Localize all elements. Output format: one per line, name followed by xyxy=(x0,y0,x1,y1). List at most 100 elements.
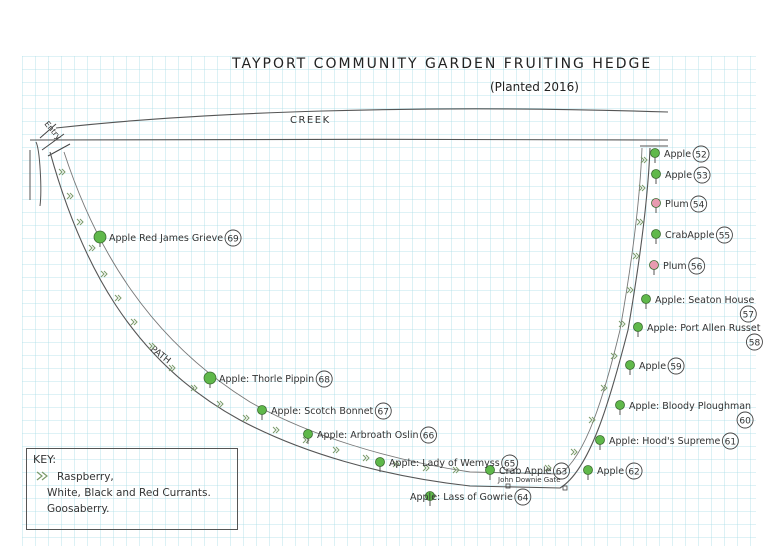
tree-number: 60 xyxy=(739,417,751,427)
tree-crown-icon xyxy=(651,169,661,179)
tree-number: 59 xyxy=(670,363,682,373)
tree-number: 67 xyxy=(378,408,389,418)
tree-60: Apple: Bloody Ploughman 60 xyxy=(615,400,754,429)
tree-crown-icon xyxy=(615,400,625,410)
tree-number: 62 xyxy=(628,468,639,478)
tree-label: Apple: Seaton House xyxy=(655,295,754,306)
tree-61: Apple: Hood's Supreme 61 xyxy=(595,432,739,450)
tree-label: Apple: Scotch Bonnet xyxy=(271,406,374,417)
bush-icon xyxy=(452,466,460,474)
tree-number-ring xyxy=(374,402,392,420)
tree-label: Plum xyxy=(665,199,689,210)
key-line-currants: White, Black and Red Currants. xyxy=(47,487,211,499)
bush-icon xyxy=(640,156,648,164)
bush-icon xyxy=(58,168,66,176)
tree-crown-icon xyxy=(93,230,107,244)
tree-number-ring xyxy=(736,411,754,429)
tree-66: Apple: Arbroath Oslin 66 xyxy=(303,426,437,444)
tree-crown-icon xyxy=(650,148,660,158)
tree-label: Apple: Lady of Wemyss xyxy=(389,458,500,469)
tree-63: Crab Apple 63 xyxy=(485,462,570,480)
bush-icon xyxy=(636,218,644,226)
tree-crown-icon xyxy=(375,457,385,467)
grid-paper xyxy=(22,56,756,546)
tree-number: 52 xyxy=(695,151,706,161)
tree-number: 66 xyxy=(423,432,435,442)
tree-number-ring xyxy=(739,305,757,323)
tree-label: Apple xyxy=(597,466,624,477)
tree-number-ring xyxy=(667,357,685,375)
bush-icon xyxy=(610,352,618,360)
bush-icon xyxy=(100,270,108,278)
tree-label: Apple: Port Allen Russet xyxy=(647,323,761,334)
tree-label: CrabApple xyxy=(665,230,715,241)
tree-number-ring xyxy=(224,229,242,247)
tree-crown-icon xyxy=(651,229,661,239)
map-subtitle: (Planted 2016) xyxy=(490,80,579,94)
tree-67: Apple: Scotch Bonnet 67 xyxy=(257,402,392,420)
tree-number-ring xyxy=(746,333,763,351)
tree-label: Crab Apple xyxy=(499,466,552,477)
bush-icon xyxy=(88,244,96,252)
tree-number: 53 xyxy=(696,172,707,182)
tree-label: Apple: Bloody Ploughman xyxy=(629,401,751,412)
key-line-raspberry: Raspberry, xyxy=(57,471,114,483)
entry-gate-lines xyxy=(39,123,71,157)
path-outer-line xyxy=(49,147,651,489)
key-title: KEY: xyxy=(33,453,57,466)
bush-icon xyxy=(130,318,138,326)
tree-crown-icon xyxy=(303,429,313,439)
bush-icon xyxy=(600,384,608,392)
tree-number: 55 xyxy=(719,232,730,242)
tree-crown-icon xyxy=(203,371,217,385)
tree-crown-icon xyxy=(595,435,605,445)
bush-icon xyxy=(242,414,250,422)
tree-crown-icon xyxy=(625,360,635,370)
bush-icon xyxy=(216,400,224,408)
bush-icon xyxy=(148,342,156,350)
tree-number-ring xyxy=(315,370,333,388)
tree-number: 68 xyxy=(318,376,330,386)
bush-icon xyxy=(76,218,84,226)
tree-number: 69 xyxy=(227,235,239,245)
bush-icon xyxy=(190,384,198,392)
tree-55: CrabApple 55 xyxy=(651,226,733,244)
bush-icon xyxy=(588,416,596,424)
tree-label: Plum xyxy=(663,261,687,272)
gate-label: John Downie Gate xyxy=(497,476,561,484)
tree-number-ring xyxy=(690,195,708,213)
bush-icon xyxy=(36,471,48,481)
tree-number-ring xyxy=(553,462,570,480)
tree-52: Apple 52 xyxy=(650,145,710,163)
tree-crown-icon xyxy=(633,322,643,332)
entry-left-bank xyxy=(35,141,42,207)
tree-number: 61 xyxy=(725,438,736,448)
tree-number-ring xyxy=(501,454,519,472)
bush-icon xyxy=(570,448,578,456)
tree-label: Apple xyxy=(664,149,691,160)
tree-label: Apple: Arbroath Oslin xyxy=(317,430,419,441)
tree-crown-icon xyxy=(257,405,267,415)
bush-icon xyxy=(362,454,370,462)
tree-label: Apple: Hood's Supreme xyxy=(609,436,721,447)
tree-crown-icon xyxy=(641,294,651,304)
creek-lower-bank xyxy=(29,138,669,141)
bush-icon xyxy=(392,460,400,468)
path-inner-line xyxy=(63,147,643,475)
tree-62: Apple 62 xyxy=(583,462,643,480)
bush-icon xyxy=(632,252,640,260)
bush-icon xyxy=(332,446,340,454)
tree-number: 63 xyxy=(556,468,567,478)
tree-crown-icon xyxy=(651,198,661,208)
creek-upper-bank xyxy=(55,108,669,129)
bush-icon xyxy=(272,426,280,434)
map-title: TAYPORT COMMUNITY GARDEN FRUITING HEDGE xyxy=(232,56,653,72)
